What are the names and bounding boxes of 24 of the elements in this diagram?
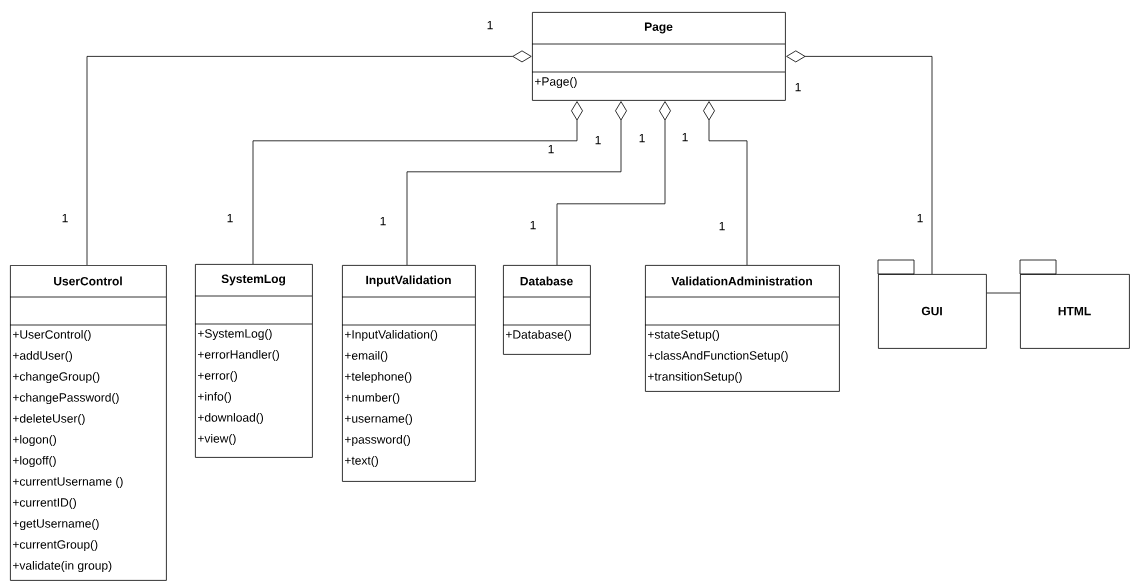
class-box: Page +Page() [531, 12, 786, 101]
multiplicity-label: 1 [227, 213, 233, 223]
multiplicity-label: 1 [639, 133, 645, 143]
aggregation-line [406, 101, 627, 266]
multiplicity-label: 1 [719, 221, 725, 231]
connector-line [986, 292, 1021, 294]
multiplicity-label: 1 [548, 144, 554, 154]
multiplicity-label: 1 [487, 20, 493, 30]
class-box: Database +Database() [502, 265, 591, 355]
multiplicity-label: 1 [530, 220, 536, 230]
class-box: InputValidation +InputValidation() +email() +telephone() +number() +username() +password() +text() [341, 265, 476, 482]
multiplicity-label: 1 [595, 135, 601, 145]
multiplicity-label: 1 [62, 213, 68, 223]
multiplicity-label: 1 [917, 213, 923, 223]
aggregation-line [556, 101, 671, 266]
class-box: ValidationAdministration +stateSetup() +classAndFunctionSetup() +transitionSetup() [644, 265, 840, 392]
class-box: SystemLog +SystemLog() +errorHandler() +error() +info() +download() +view() [194, 264, 313, 458]
class-box: UserControl +UserControl() +addUser() +changeGroup() +changePassword() +deleteUser() +logon() +logoff() +currentUsername () +currentID() +getUsername() +currentGroup() +validate(in group) [9, 265, 167, 581]
aggregation-line [86, 50, 532, 266]
aggregation-line [703, 101, 748, 266]
multiplicity-label: 1 [380, 216, 386, 226]
multiplicity-label: 1 [682, 132, 688, 142]
aggregation-line [786, 50, 933, 275]
aggregation-line [252, 101, 583, 265]
